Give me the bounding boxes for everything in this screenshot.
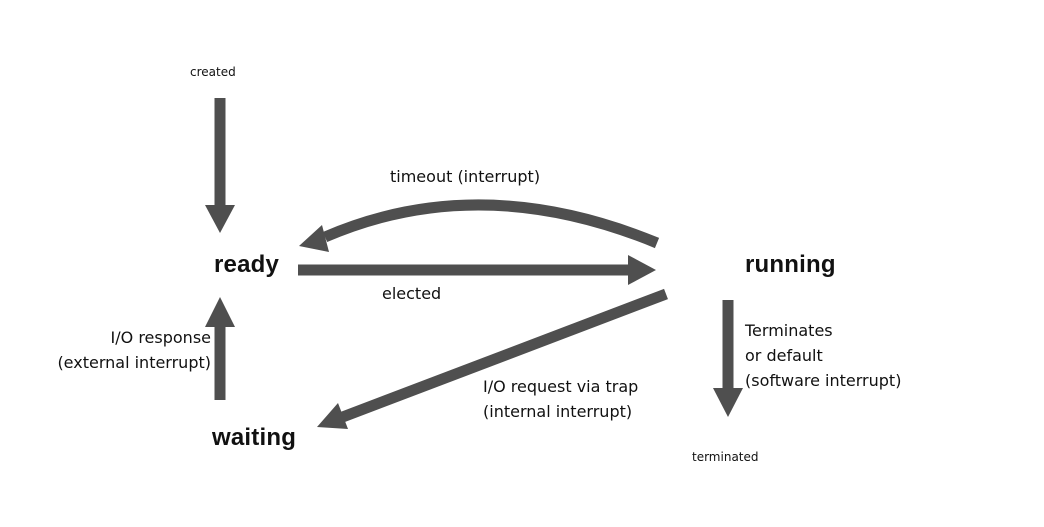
io-response-line-1: I/O response — [110, 328, 211, 347]
arrow-running-to-waiting-io-request — [317, 288, 668, 429]
state-created-label: created — [190, 65, 236, 79]
transition-timeout-label: timeout (interrupt) — [390, 167, 541, 186]
arrow-running-to-terminated — [713, 300, 743, 417]
transition-io-response-label: I/O response (external interrupt) — [57, 325, 211, 375]
transition-terminates-label: Terminates or default (software interrup… — [745, 318, 901, 393]
transition-io-request-label: I/O request via trap (internal interrupt… — [483, 374, 638, 424]
arrow-waiting-to-ready-io-response — [205, 297, 235, 400]
arrow-running-to-ready-timeout — [299, 199, 660, 252]
terminates-line-3: (software interrupt) — [745, 371, 902, 390]
arrow-created-to-ready — [205, 98, 235, 233]
terminates-line-2: or default — [745, 346, 823, 365]
state-waiting-label: waiting — [212, 424, 297, 451]
io-request-line-2: (internal interrupt) — [483, 402, 633, 421]
state-ready-label: ready — [214, 251, 280, 278]
arrow-ready-to-running-elected — [298, 255, 656, 285]
state-running-label: running — [745, 251, 836, 278]
io-response-line-2: (external interrupt) — [57, 353, 211, 372]
io-request-line-1: I/O request via trap — [483, 377, 639, 396]
terminates-line-1: Terminates — [745, 321, 833, 340]
transition-elected-label: elected — [382, 284, 442, 303]
state-terminated-label: terminated — [692, 450, 759, 464]
